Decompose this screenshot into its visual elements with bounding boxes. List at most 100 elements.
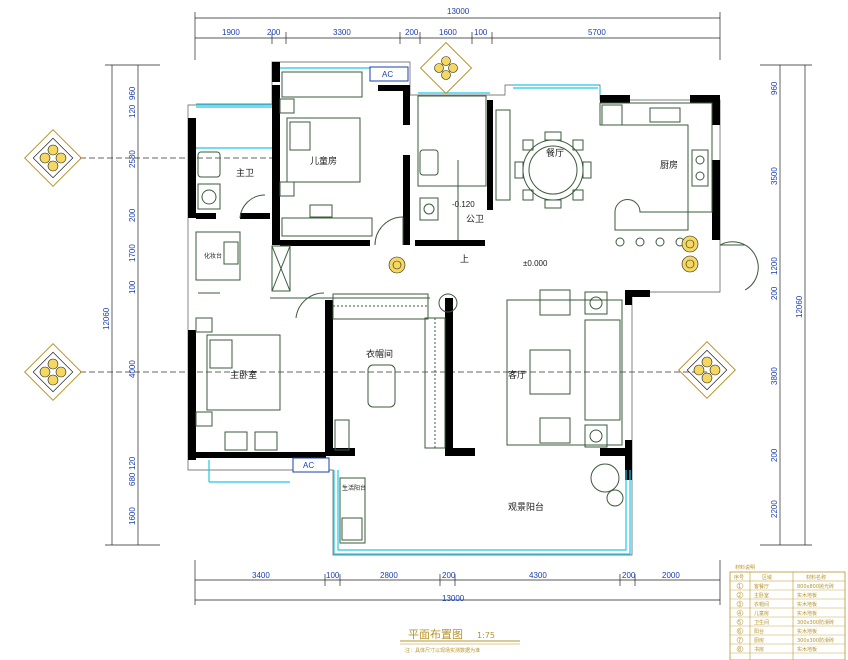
top-dim-2: 200 [267,28,281,37]
lamp-icon [24,343,82,401]
svg-text:5: 5 [738,620,741,626]
dining-label: 餐厅 [546,147,564,159]
svg-text:300x300防滑砖: 300x300防滑砖 [797,637,834,644]
top-dim-1: 1900 [222,28,240,37]
ac-unit-top: AC [369,66,409,82]
bottom-dim-1: 3400 [252,571,270,580]
kids-bedroom: 儿童房 [279,71,404,246]
master-bath-label: 主卫 [236,167,254,179]
svg-text:主卧室: 主卧室 [754,592,769,599]
svg-text:序号: 序号 [734,574,744,581]
svg-text:衣帽间: 衣帽间 [754,601,769,608]
legend-row-5: 5 卫生间 300x300防滑砖 [730,618,845,627]
svg-text:材料名称: 材料名称 [806,574,826,581]
svg-text:实木地板: 实木地板 [797,628,817,635]
svg-text:实木地板: 实木地板 [797,601,817,608]
lamp-icon [24,129,82,187]
svg-text:1: 1 [738,584,741,590]
bottom-dim-3: 2800 [380,571,398,580]
bottom-dim-4: 200 [442,571,456,580]
master-bedroom: 化妆台 主卧室 [195,231,325,451]
left-dimensions: 12060 960 120 2580 200 1700 100 4000 120… [102,64,160,546]
public-bath-label: 公卫 [466,214,484,225]
title-scale: 1:75 [477,631,495,640]
svg-text:客餐厅: 客餐厅 [754,583,769,590]
svg-text:300x300防滑砖: 300x300防滑砖 [797,619,834,626]
right-dim-1: 960 [770,81,779,95]
living-room: 客厅 [506,289,623,448]
windows [196,67,631,555]
svg-text:3: 3 [738,602,741,608]
drawing-title: 平面布置图 1:75 注：具体尺寸以现场实测数据为准 [400,628,520,654]
lamp-icon [681,235,699,253]
lamp-icon [678,341,736,399]
bottom-dim-2: 100 [326,571,340,580]
left-dim-1: 960 [128,86,137,100]
kitchen: 厨房 [599,102,759,291]
ac-unit-bottom: AC [292,457,330,473]
svg-text:书房: 书房 [754,646,764,653]
svg-text:4: 4 [738,611,741,617]
top-dim-4: 200 [405,28,419,37]
left-dim-10: 1600 [128,507,137,525]
walk-in-closet: 衣帽间 [332,293,446,451]
svg-text:区域: 区域 [762,574,772,581]
master-bedroom-label: 主卧室 [230,369,257,381]
right-dim-7: 2200 [770,500,779,518]
up-label: 上 [460,254,469,265]
living-label: 客厅 [508,369,526,381]
svg-text:厨房: 厨房 [754,637,764,644]
small-balcony-label: 生活阳台 [342,484,366,492]
kids-bedroom-label: 儿童房 [310,155,337,167]
bottom-dimensions: 3400 100 2800 200 4300 200 2000 13000 [194,560,721,605]
svg-text:实木地板: 实木地板 [797,646,817,653]
svg-text:实木地板: 实木地板 [797,592,817,599]
bottom-dim-7: 2000 [662,571,680,580]
right-dim-5: 3800 [770,367,779,385]
svg-text:2: 2 [738,593,741,599]
svg-text:7: 7 [738,638,741,644]
bottom-dim-6: 200 [622,571,636,580]
right-total-dim: 12060 [795,295,804,318]
public-bath: -0.120 公卫 [417,95,487,240]
top-total-dim: 13000 [447,7,470,16]
svg-text:AC: AC [382,70,393,79]
right-dim-4: 200 [770,286,779,300]
vanity-label: 化妆台 [204,252,222,260]
left-dim-4: 200 [128,208,137,222]
left-dim-8: 120 [128,456,137,470]
svg-text:8: 8 [738,647,741,653]
right-dim-6: 200 [770,448,779,462]
svg-text:AC: AC [303,461,314,470]
left-dim-5: 1700 [128,244,137,262]
legend-row-8: 8 书房 实木地板 [730,645,845,654]
top-dim-5: 1600 [439,28,457,37]
svg-text:阳台: 阳台 [754,628,764,635]
right-dim-3: 1200 [770,257,779,275]
left-dim-6: 100 [128,280,137,294]
top-dim-3: 3300 [333,28,351,37]
lamp-icon [419,41,473,95]
svg-text:卫生间: 卫生间 [754,619,769,626]
legend-row-3: 3 衣帽间 实木地板 [730,600,845,609]
walls [187,61,721,556]
right-dim-2: 3500 [770,167,779,185]
left-dim-2: 120 [128,104,137,118]
kitchen-label: 厨房 [660,159,678,171]
axis-lines [80,157,720,373]
left-dim-9: 680 [128,472,137,486]
dining-area: 餐厅 [495,109,592,209]
legend-row-2: 2 主卧室 实木地板 [730,591,845,600]
master-bath: 主卫 [197,151,266,219]
top-dimensions: 13000 1900 200 3300 200 1600 100 5700 [194,7,721,60]
left-dim-7: 4000 [128,360,137,378]
lamp-icon [388,256,406,274]
top-dim-6: 100 [474,28,488,37]
title-note: 注：具体尺寸以现场实测数据为准 [405,647,480,654]
balcony-label: 观景阳台 [508,501,544,513]
